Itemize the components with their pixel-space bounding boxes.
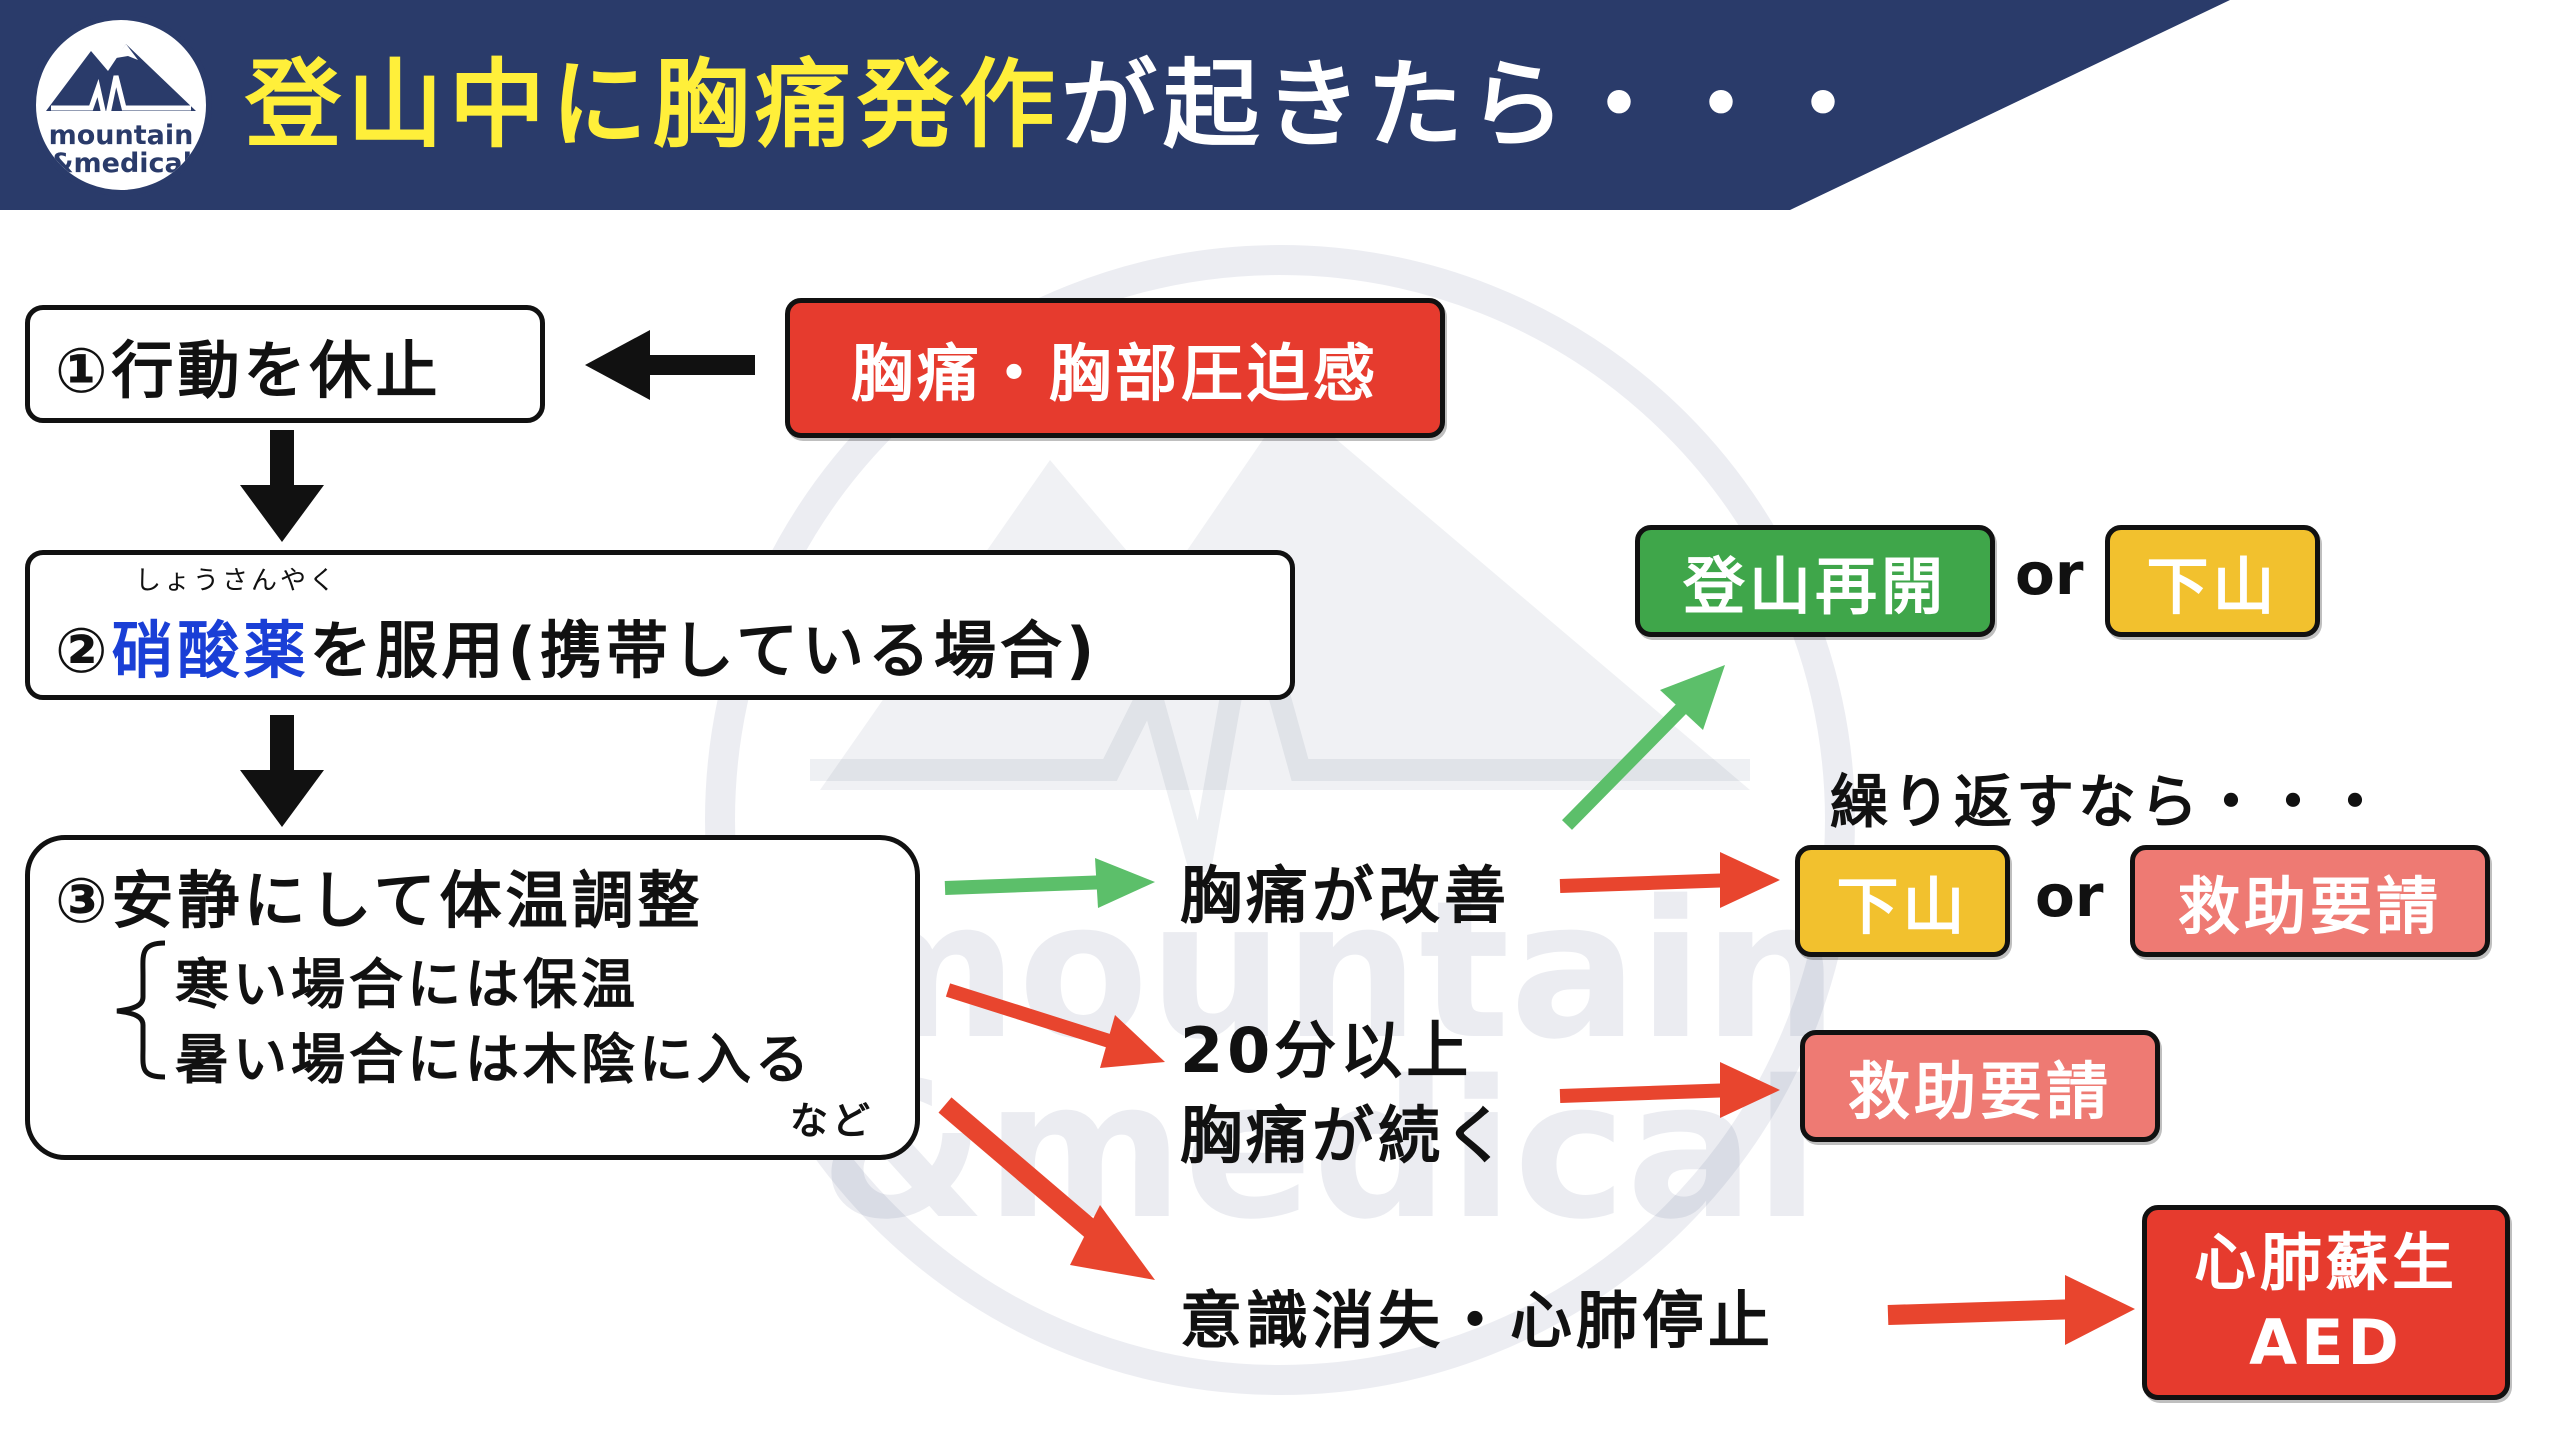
step2-rest: を服用(携帯している場合) [309, 614, 1099, 687]
outcome-arrest: 意識消失・心肺停止 [1180, 1284, 1775, 1357]
or-text-2: or [2035, 862, 2104, 930]
cpr-aed-box: 心肺蘇生 AED [2142, 1205, 2510, 1400]
cpr-line2: AED [2249, 1305, 2403, 1379]
watermark-text-1: mountain [820, 860, 1839, 1081]
step1-box [25, 305, 545, 423]
logo: mountain &medical [30, 14, 212, 196]
rescue-request-box-2: 救助要請 [1800, 1030, 2160, 1142]
outcome-persist-line1: 20分以上 [1180, 1014, 1473, 1087]
descend-box-2: 下山 [1795, 845, 2010, 957]
step3-sub1: 寒い場合には保温 [175, 953, 639, 1016]
logo-text-line1: mountain [48, 120, 194, 151]
mountain-logo-icon [46, 44, 196, 125]
or-text-1: or [2015, 540, 2084, 608]
right-arrow-icon [938, 1097, 1155, 1280]
title-part3: が起きたら・・・ [1061, 49, 1877, 161]
right-arrow-icon [945, 983, 1165, 1068]
down-arrow-icon [240, 715, 324, 827]
right-arrow-icon [1559, 852, 1780, 908]
step2-drug: 硝酸薬 [111, 614, 310, 687]
step3-box [25, 835, 920, 1160]
step3-title: ③安静にして体温調整 [55, 864, 704, 937]
title-part2: 胸痛発作 [653, 49, 1061, 161]
outcome-improve: 胸痛が改善 [1180, 859, 1511, 932]
header-bar [0, 0, 2230, 210]
step2-text: ②硝酸薬を服用(携帯している場合) [55, 600, 1098, 690]
right-arrow-icon [1887, 1275, 2135, 1345]
title-part1: 登山中に [245, 49, 653, 161]
outcome-persist-line2: 胸痛が続く [1180, 1099, 1511, 1172]
page-title: 登山中に胸痛発作が起きたら・・・ [245, 40, 1877, 170]
symptom-box: 胸痛・胸部圧迫感 [785, 298, 1445, 438]
right-arrow-icon [1559, 1062, 1780, 1118]
down-arrow-icon [240, 430, 324, 542]
resume-climb-box: 登山再開 [1635, 525, 1995, 637]
step2-ruby: しょうさんやく [135, 566, 339, 596]
step1-text: ①行動を休止 [55, 334, 442, 407]
curly-brace-icon [116, 940, 166, 1080]
right-arrow-icon [944, 858, 1155, 908]
step2-prefix: ② [55, 614, 112, 687]
logo-text-line2: &medical [49, 148, 193, 179]
step3-sub2: 暑い場合には木陰に入る [175, 1028, 813, 1091]
step3-etc: など [790, 1099, 875, 1143]
descend-box-1: 下山 [2105, 525, 2320, 637]
right-arrow-icon [1562, 665, 1725, 830]
cpr-line1: 心肺蘇生 [2193, 1225, 2458, 1299]
outcome-repeat: 繰り返すなら・・・ [1830, 768, 2389, 836]
rescue-request-box-1: 救助要請 [2130, 845, 2490, 957]
left-arrow-icon [585, 330, 755, 400]
step2-box [25, 550, 1295, 700]
